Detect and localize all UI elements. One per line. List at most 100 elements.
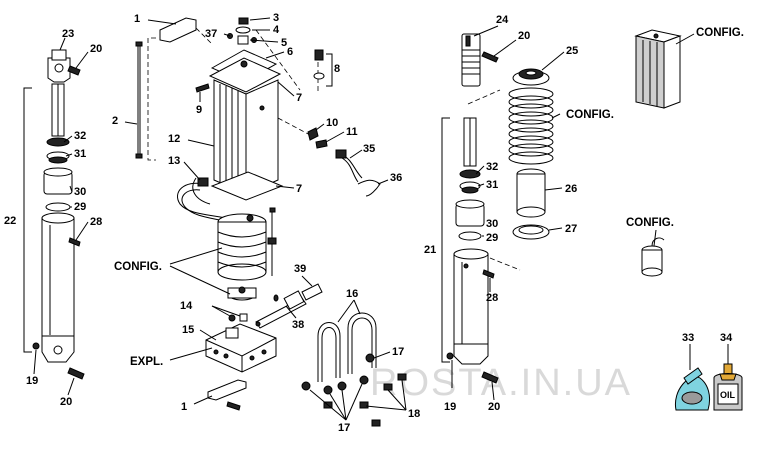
screw-19-right-part (446, 352, 454, 360)
callout-4: 4 (273, 24, 280, 36)
rod-top-slot (465, 35, 471, 47)
leader-20d (491, 381, 495, 401)
fitting-17c-part (337, 381, 347, 391)
fitting-17d-part (359, 375, 369, 385)
leader-16b (353, 299, 361, 315)
oring-29-right-part (458, 231, 482, 241)
seal-32-left-part (46, 137, 70, 147)
tank-config-assembly: CONFIG. (634, 27, 744, 109)
tank-config-cap (653, 33, 659, 39)
leader-config-coil (653, 229, 657, 247)
callout-21: 21 (424, 244, 436, 256)
callout-23: 23 (62, 28, 74, 40)
callout-17a: 17 (392, 346, 404, 358)
cable-13-b (192, 177, 211, 205)
fitting-17e-part (365, 353, 375, 363)
coil-config-bottom (641, 267, 663, 277)
callout-1a: 1 (134, 13, 140, 25)
coil-config-assembly: CONFIG. (626, 217, 674, 277)
callout-32b: 32 (486, 161, 498, 173)
clevis-hole-part (54, 63, 64, 73)
leader-config-spring (551, 113, 561, 119)
cylinder-body-right-part (453, 253, 489, 349)
motor-stud-top (269, 207, 276, 213)
screw-19-left-part (32, 342, 40, 350)
leader-7b (275, 185, 295, 189)
sealant-tip-icon (683, 367, 703, 385)
leader-1b (193, 395, 213, 405)
piston-30-right-top (455, 199, 485, 209)
callout-24: 24 (496, 14, 509, 26)
callout-26: 26 (565, 183, 577, 195)
gasket-7-top-part (208, 57, 282, 93)
callout-20d: 20 (488, 401, 500, 413)
hose-16b-part (347, 312, 377, 374)
callout-28a: 28 (90, 216, 102, 228)
leader-6 (265, 51, 285, 59)
callout-29b: 29 (486, 232, 498, 244)
label-config-pump: CONFIG. (114, 261, 162, 273)
spring-coil-5 (508, 119, 554, 133)
leader-32a (63, 135, 73, 143)
leader-17b-4 (345, 383, 363, 421)
leader-18-2 (387, 389, 407, 411)
valve-hole-2 (223, 353, 229, 359)
leader-39 (301, 275, 313, 287)
leader-17b-2 (329, 393, 347, 421)
callout-2: 2 (112, 115, 118, 127)
tie-rod-2-bottom (135, 153, 143, 159)
plug-11-part (315, 139, 328, 149)
tank-12-right-face (245, 79, 279, 195)
guide-dash-spring (489, 257, 521, 271)
oil-bottle-neck-icon (719, 373, 737, 381)
motor-terminal (246, 214, 254, 222)
guide-dash-top (195, 27, 213, 45)
callout-22: 22 (4, 215, 16, 227)
leader-31b (477, 183, 485, 187)
motor-rib-4 (217, 261, 267, 268)
bracket-8 (326, 53, 333, 87)
fitting-39-part (301, 283, 323, 301)
motor-rib-2 (217, 241, 267, 248)
callout-25: 25 (566, 45, 578, 57)
right-cylinder-assembly: 24 20 32 31 30 29 28 21 19 20 (424, 14, 530, 413)
leader-17a (373, 351, 391, 359)
leader-19a (33, 349, 37, 375)
callout-7b: 7 (296, 183, 302, 195)
callout-12: 12 (168, 133, 180, 145)
seal-31b-right-part (461, 186, 479, 194)
leader-38 (285, 305, 297, 319)
bolt-20-right-top-part (481, 51, 499, 63)
callout-8: 8 (334, 63, 340, 75)
spring-coil-1 (508, 87, 554, 101)
bolt-20-right-bottom-part (481, 371, 499, 384)
leader-11 (325, 131, 345, 143)
left-cylinder-assembly: 23 20 32 31 30 29 28 22 19 20 (4, 28, 102, 408)
bolt-20-bottom-left-part (67, 367, 85, 380)
spring-assembly: 25 CONFIG. 26 27 (508, 45, 614, 240)
callout-7a: 7 (296, 92, 302, 104)
leader-12 (187, 139, 215, 147)
plug-3-part (238, 17, 249, 25)
motor-stud-nut (267, 237, 277, 245)
leader-1a (147, 19, 177, 25)
seal-31b-left-part (48, 156, 68, 164)
fitting-17a-part (301, 381, 311, 391)
callout-39: 39 (294, 263, 306, 275)
callout-18: 18 (408, 408, 420, 420)
leader-config-tank (675, 33, 695, 45)
callout-11: 11 (346, 126, 358, 138)
leader-17b-3 (341, 389, 347, 421)
leader-24 (473, 25, 499, 37)
leader-config-pump-a (169, 247, 223, 265)
valve-hole-4 (261, 349, 267, 355)
coil-config-wire (651, 237, 665, 247)
leader-16a (337, 299, 355, 323)
callout-3: 3 (273, 12, 279, 24)
key-part (273, 294, 279, 302)
bolt-20-top-part (67, 65, 81, 76)
callout-34: 34 (720, 332, 733, 344)
spring-coil-7 (508, 135, 554, 149)
callout-20a: 20 (90, 43, 102, 55)
